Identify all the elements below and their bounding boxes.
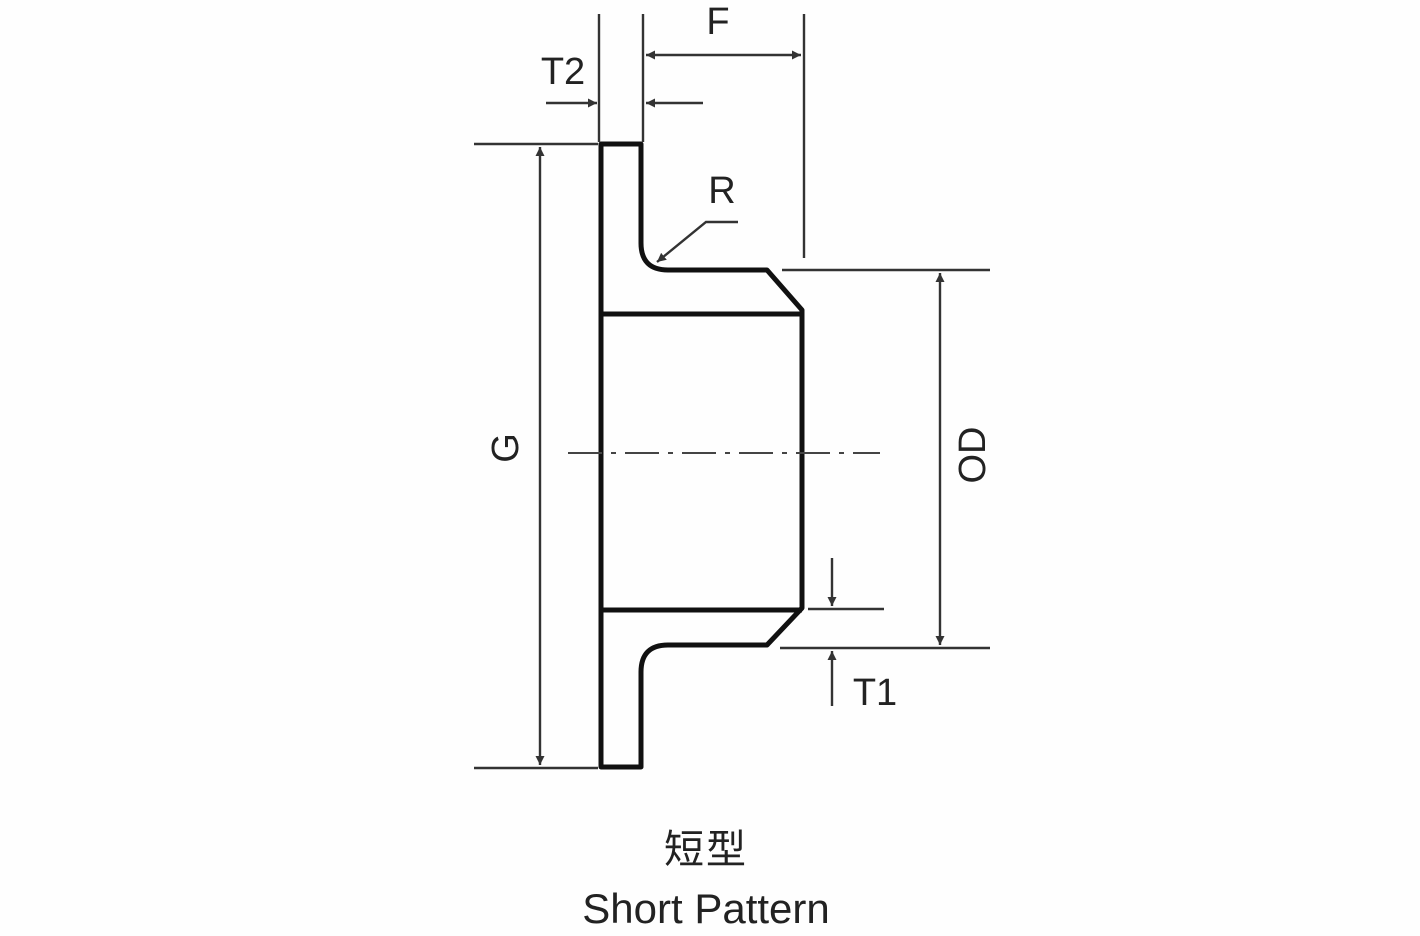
dimension-labels: F T2 R G OD T1 [485,1,994,714]
caption-chinese: 短型 [664,827,748,873]
flange-profile [598,141,805,770]
dimension-lines [535,50,945,765]
label-r: R [708,170,735,212]
flange-outline [598,141,805,770]
label-t2: T2 [541,51,585,93]
dim-r-leader [656,220,738,263]
label-f: F [706,1,729,43]
label-g: G [485,433,527,463]
caption-english: Short Pattern [582,885,830,932]
label-t1: T1 [853,672,897,714]
label-od: OD [952,427,994,484]
extension-lines [474,14,990,770]
